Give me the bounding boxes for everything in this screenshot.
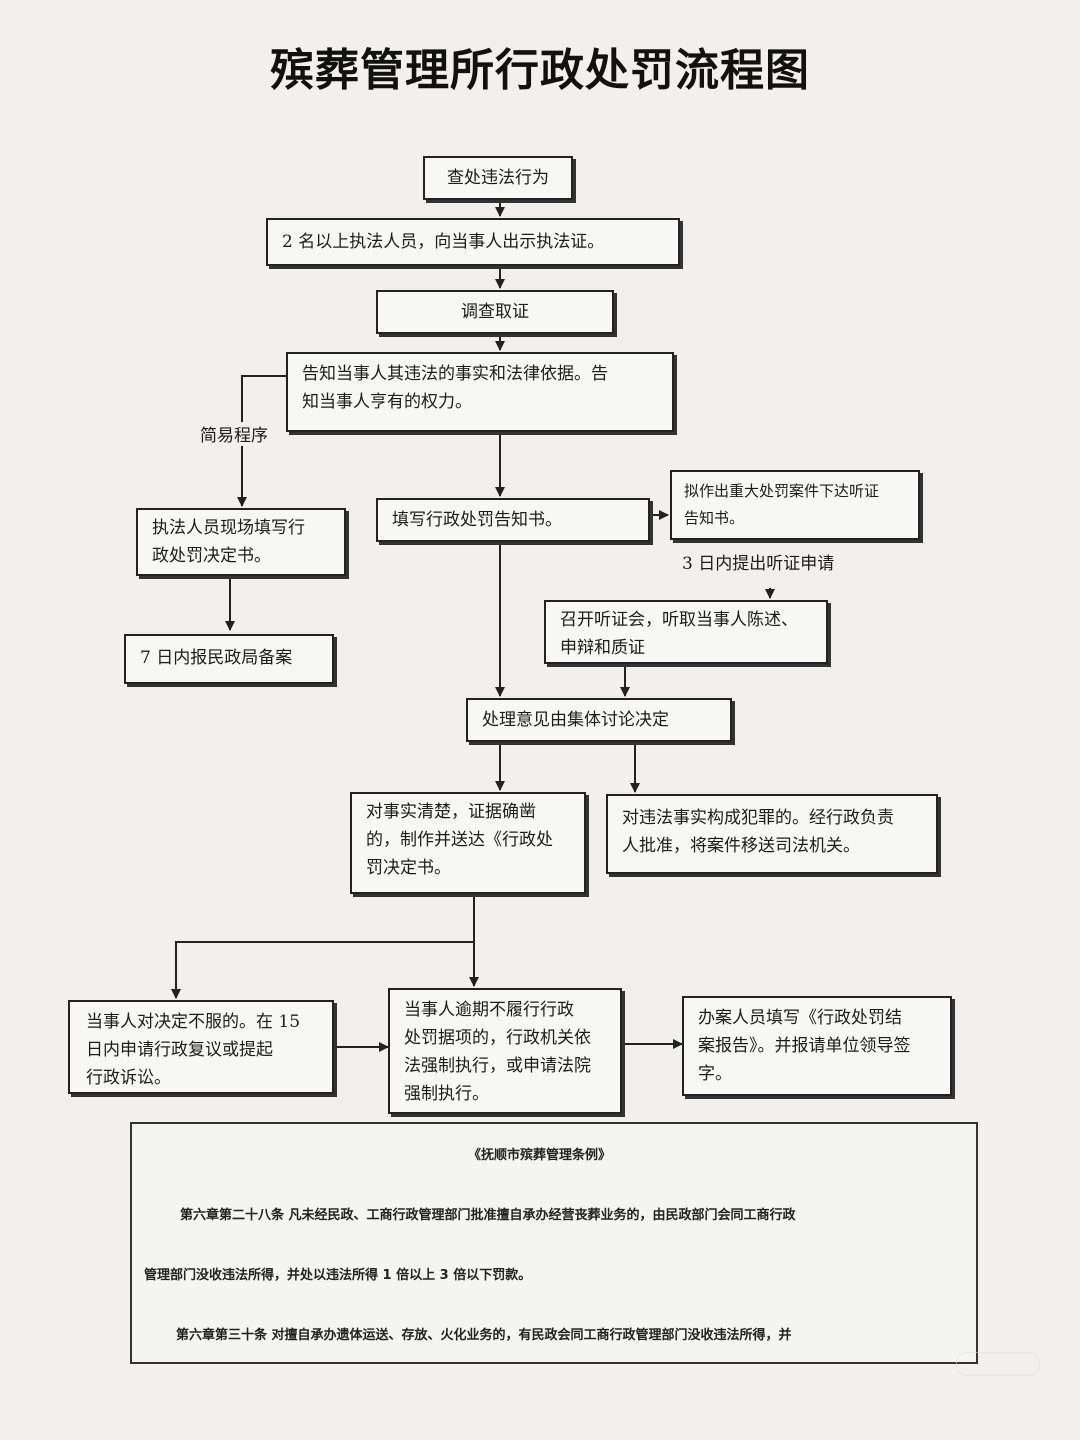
node-overdue-enforcement: 当事人逾期不履行行政 处罚据项的，行政机关依 法强制执行，或申请法院 强制执行。 (388, 988, 622, 1114)
node-overdue-line-2: 处罚据项的，行政机关依 (404, 1028, 591, 1048)
node-inform-party: 告知当事人其违法的事实和法律依据。告 知当事人亨有的权力。 (286, 352, 674, 432)
node-facts-clear: 对事实清楚，证据确凿 的，制作并送达《行政处 罚决定书。 (350, 792, 586, 894)
regulation-article28-line-1: 第六章第二十八条 凡未经民政、工商行政管理部门批准擅自承办经营丧葬业务的，由民政… (180, 1208, 796, 1223)
regulation-title: 《抚顺市殡葬管理条例》 (468, 1148, 612, 1163)
page-title: 殡葬管理所行政处罚流程图 (270, 45, 810, 96)
node-onsite-decision: 执法人员现场填写行 政处罚决定书。 (136, 508, 346, 576)
node-facts-line-2: 的，制作并送达《行政处 (366, 830, 553, 850)
node-file-7days: 7 日内报民政局备案 (124, 634, 334, 684)
regulation-article30-line-1: 第六章第三十条 对擅自承办遗体运送、存放、火化业务的，有民政会同工商行政管理部门… (176, 1328, 792, 1343)
node-crime-line-1: 对违法事实构成犯罪的。经行政负责 (622, 808, 894, 828)
node-fill-notice-text: 填写行政处罚告知书。 (392, 510, 562, 530)
node-major-notice-line-2: 告知书。 (684, 509, 745, 527)
node-overdue-line-1: 当事人逾期不履行行政 (404, 1000, 574, 1020)
node-inform-line-2: 知当事人亨有的权力。 (302, 392, 472, 412)
node-major-notice-line-1: 拟作出重大处罚案件下达听证 (684, 482, 880, 500)
node-crime-transfer: 对违法事实构成犯罪的。经行政负责 人批准，将案件移送司法机关。 (606, 794, 938, 874)
watermark-logo (956, 1352, 1040, 1376)
node-facts-line-1: 对事实清楚，证据确凿 (366, 802, 536, 822)
node-hearing-line-1: 召开听证会，听取当事人陈述、 (560, 610, 798, 630)
node-case-report: 办案人员填写《行政处罚结 案报告》。并报请单位领导签 字。 (682, 996, 952, 1096)
label-hearing-3days: 3 日内提出听证申请 (682, 554, 835, 574)
node-dissatisfied-line-1: 当事人对决定不服的。在 15 (86, 1012, 301, 1032)
node-inform-line-1: 告知当事人其违法的事实和法律依据。告 (302, 364, 608, 384)
node-overdue-line-4: 强制执行。 (404, 1084, 489, 1104)
node-report-line-3: 字。 (698, 1064, 732, 1084)
regulation-panel: 《抚顺市殡葬管理条例》 第六章第二十八条 凡未经民政、工商行政管理部门批准擅自承… (130, 1122, 978, 1364)
node-facts-line-3: 罚决定书。 (366, 858, 451, 878)
node-fill-notice: 填写行政处罚告知书。 (376, 498, 650, 542)
arrow-facts-to-dissatisfied (171, 941, 474, 999)
node-present-certificate: 2 名以上执法人员，向当事人出示执法证。 (266, 218, 680, 266)
regulation-article28-line-2: 管理部门没收违法所得，并处以违法所得 1 倍以上 3 倍以下罚款。 (144, 1268, 532, 1283)
node-dissatisfied-line-3: 行政诉讼。 (86, 1068, 171, 1088)
node-onsite-line-1: 执法人员现场填写行 (152, 518, 305, 538)
node-hearing: 召开听证会，听取当事人陈述、 申辩和质证 (544, 600, 828, 664)
node-collective-decision-text: 处理意见由集体讨论决定 (482, 710, 669, 730)
node-file-7days-text: 7 日内报民政局备案 (140, 648, 293, 668)
line-inform-to-simple (241, 375, 286, 422)
node-collect-evidence: 调查取证 (376, 290, 614, 334)
node-investigate: 查处违法行为 (423, 156, 573, 200)
node-major-case-notice: 拟作出重大处罚案件下达听证 告知书。 (670, 470, 920, 540)
node-hearing-line-2: 申辩和质证 (560, 638, 645, 658)
label-simple-procedure: 简易程序 (200, 426, 268, 446)
node-dissatisfied-line-2: 日内申请行政复议或提起 (86, 1040, 273, 1060)
node-overdue-line-3: 法强制执行，或申请法院 (404, 1056, 591, 1076)
node-dissatisfied: 当事人对决定不服的。在 15 日内申请行政复议或提起 行政诉讼。 (68, 1000, 334, 1094)
node-report-line-2: 案报告》。并报请单位领导签 (698, 1036, 911, 1056)
node-report-line-1: 办案人员填写《行政处罚结 (698, 1008, 902, 1028)
node-onsite-line-2: 政处罚决定书。 (152, 546, 271, 566)
node-present-certificate-text: 2 名以上执法人员，向当事人出示执法证。 (282, 232, 605, 252)
node-collect-evidence-text: 调查取证 (461, 302, 529, 322)
node-collective-decision: 处理意见由集体讨论决定 (466, 698, 732, 742)
node-investigate-text: 查处违法行为 (447, 168, 549, 188)
node-crime-line-2: 人批准，将案件移送司法机关。 (622, 836, 860, 856)
